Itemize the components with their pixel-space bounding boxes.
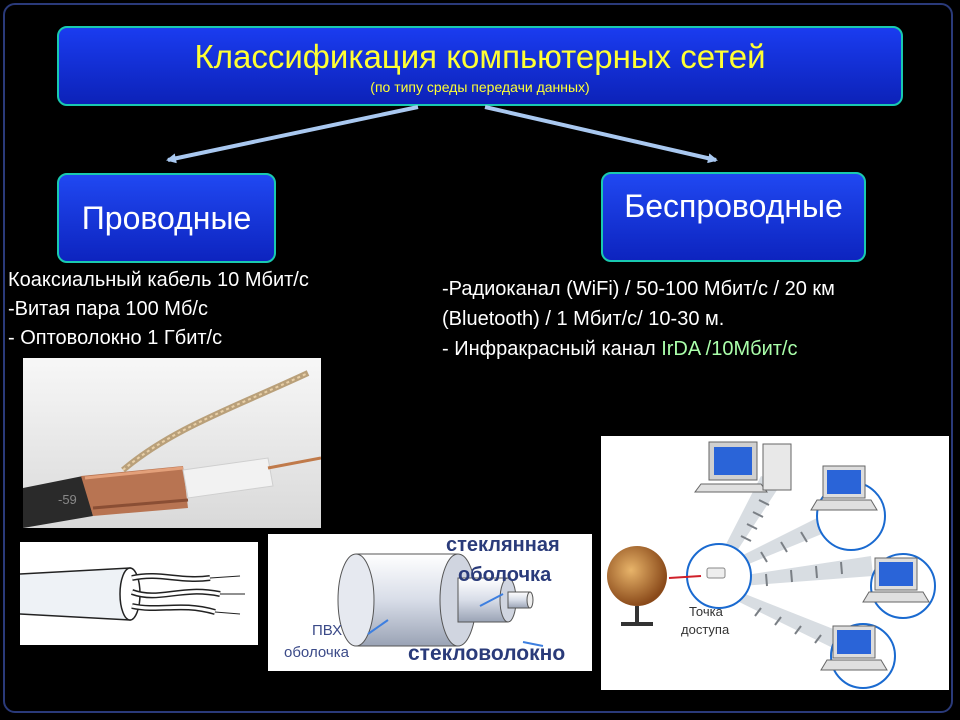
list-item: - Инфракрасный канал IrDA /10Мбит/с xyxy=(442,334,835,364)
list-item: - Оптоволокно 1 Гбит/с xyxy=(8,327,223,349)
arrow-to-wireless xyxy=(484,105,718,164)
wired-list: Коаксиальный кабель 10 Мбит/с -Витая пар… xyxy=(8,266,309,353)
arrow-to-wired xyxy=(166,105,419,164)
glass-shell-label-1: стеклянная xyxy=(446,534,560,556)
fiber-label: стекловолокно xyxy=(408,642,566,665)
list-item-text: - Инфракрасный канал xyxy=(442,338,662,360)
list-item: (Bluetooth) / 1 Мбит/с/ 10-30 м. xyxy=(442,308,725,330)
category-wired: Проводные xyxy=(57,173,276,263)
page-title: Классификация компьютерных сетей xyxy=(194,38,766,75)
category-wireless: Беспроводные xyxy=(601,172,866,262)
page-subtitle: (по типу среды передачи данных) xyxy=(370,79,590,95)
pvc-label-1: ПВХ xyxy=(312,622,343,639)
wifi-network-diagram: Точка доступа xyxy=(601,436,949,690)
twisted-pair-drawing xyxy=(20,542,258,645)
slide-frame xyxy=(3,3,953,713)
wireless-list: -Радиоканал (WiFi) / 50-100 Мбит/с / 20 … xyxy=(442,274,835,364)
coaxial-cable-photo: -59 xyxy=(23,358,321,528)
pvc-label-2: оболочка xyxy=(284,644,349,661)
title-box: Классификация компьютерных сетей (по тип… xyxy=(57,26,903,106)
access-point-label-1: Точка xyxy=(689,604,723,619)
access-point-label-2: доступа xyxy=(681,622,730,637)
fiber-optic-diagram: стеклянная оболочка ПВХ оболочка стеклов… xyxy=(268,534,592,671)
list-item: Коаксиальный кабель 10 Мбит/с xyxy=(8,269,309,291)
svg-text:-59: -59 xyxy=(58,492,77,507)
list-item: -Витая пара 100 Мб/с xyxy=(8,298,208,320)
irda-highlight: IrDA /10Мбит/с xyxy=(661,338,798,360)
list-item: -Радиоканал (WiFi) / 50-100 Мбит/с / 20 … xyxy=(442,278,835,300)
glass-shell-label-2: оболочка xyxy=(458,564,552,586)
